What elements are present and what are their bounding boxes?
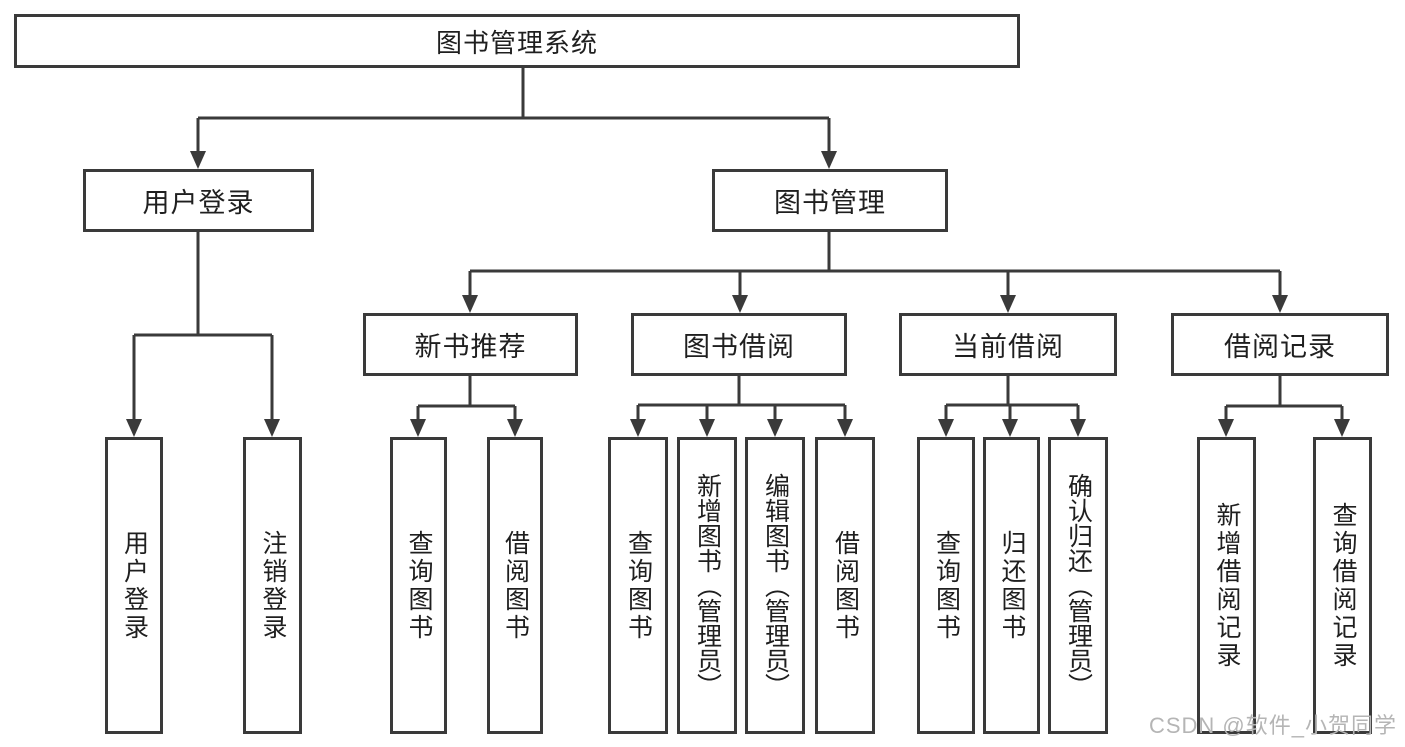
leaf-add-books-admin: 新增图书（管理员） xyxy=(677,437,737,734)
node-borrow-records: 借阅记录 xyxy=(1171,313,1389,376)
node-book-management: 图书管理 xyxy=(712,169,948,232)
leaf-query-books-current-label: 查询图书 xyxy=(932,529,961,642)
leaf-edit-books-admin-label: 编辑图书（管理员） xyxy=(761,473,790,698)
leaf-logout-label: 注销登录 xyxy=(259,529,287,642)
node-user-login: 用户登录 xyxy=(83,169,314,232)
node-new-book-recommend: 新书推荐 xyxy=(363,313,578,376)
csdn-watermark: CSDN @软件_小贺同学 xyxy=(1148,713,1397,738)
leaf-query-borrow-record: 查询借阅记录 xyxy=(1313,437,1372,734)
leaf-return-books-label: 归还图书 xyxy=(998,529,1026,642)
leaf-add-books-admin-label: 新增图书（管理员） xyxy=(693,473,722,698)
leaf-borrow-books: 借阅图书 xyxy=(815,437,875,734)
node-book-borrowing: 图书借阅 xyxy=(631,313,847,376)
leaf-user-login-label: 用户登录 xyxy=(120,529,149,642)
node-library-system: 图书管理系统 xyxy=(14,14,1020,68)
node-current-borrowing: 当前借阅 xyxy=(899,313,1117,376)
leaf-add-borrow-record-label: 新增借阅记录 xyxy=(1213,501,1241,670)
leaf-return-books: 归还图书 xyxy=(983,437,1040,734)
leaf-user-login: 用户登录 xyxy=(105,437,163,734)
leaf-borrow-books-recommend-label: 借阅图书 xyxy=(501,529,530,642)
leaf-borrow-books-label: 借阅图书 xyxy=(831,529,860,642)
leaf-confirm-return-admin: 确认归还（管理员） xyxy=(1048,437,1108,734)
node-book-borrowing-label: 图书借阅 xyxy=(683,332,795,362)
node-new-book-recommend-label: 新书推荐 xyxy=(414,332,527,362)
leaf-add-borrow-record: 新增借阅记录 xyxy=(1197,437,1256,734)
leaf-query-books-recommend-label: 查询图书 xyxy=(405,529,433,642)
node-library-system-label: 图书管理系统 xyxy=(435,27,598,58)
leaf-edit-books-admin: 编辑图书（管理员） xyxy=(745,437,805,734)
leaf-query-books-current: 查询图书 xyxy=(917,437,975,734)
leaf-confirm-return-admin-label: 确认归还（管理员） xyxy=(1064,473,1093,698)
leaf-borrow-books-recommend: 借阅图书 xyxy=(487,437,543,734)
leaf-query-books-borrowing-label: 查询图书 xyxy=(624,529,653,642)
leaf-query-books-recommend: 查询图书 xyxy=(390,437,447,734)
leaf-query-borrow-record-label: 查询借阅记录 xyxy=(1329,501,1357,670)
node-borrow-records-label: 借阅记录 xyxy=(1224,332,1336,362)
node-book-management-label: 图书管理 xyxy=(774,188,886,218)
node-current-borrowing-label: 当前借阅 xyxy=(952,332,1064,362)
leaf-logout: 注销登录 xyxy=(243,437,302,734)
leaf-query-books-borrowing: 查询图书 xyxy=(608,437,668,734)
node-user-login-label: 用户登录 xyxy=(142,188,255,218)
